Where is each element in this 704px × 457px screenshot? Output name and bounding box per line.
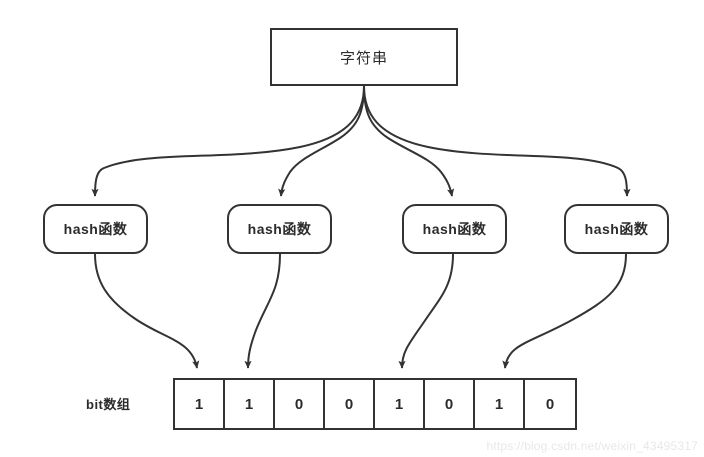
- edge-hash-1-to-bit-1: [244, 253, 281, 369]
- bit-array: 1 1 0 0 1 0 1 0: [173, 378, 577, 430]
- source-string-node: 字符串: [270, 28, 458, 86]
- hash-function-node-1: hash函数: [43, 204, 148, 254]
- hash-function-label: hash函数: [422, 221, 487, 237]
- bit-cell: 0: [425, 380, 475, 428]
- bit-array-label: bit数组: [86, 397, 131, 412]
- hash-function-label: hash函数: [63, 221, 128, 237]
- edge-source-to-hash-3: [363, 85, 631, 197]
- edge-source-to-hash-2: [363, 85, 455, 197]
- hash-function-node-2: hash函数: [227, 204, 332, 254]
- edge-hash-0-to-bit-0: [94, 253, 200, 369]
- bit-cell: 1: [225, 380, 275, 428]
- hash-function-label: hash函数: [584, 221, 649, 237]
- hash-function-label: hash函数: [247, 221, 312, 237]
- bit-cell: 0: [275, 380, 325, 428]
- bit-cell: 0: [545, 395, 555, 413]
- edge-source-to-hash-0: [91, 85, 365, 197]
- bit-cell: 1: [175, 380, 225, 428]
- edge-source-to-hash-1: [278, 85, 365, 197]
- bit-cell: 0: [325, 380, 375, 428]
- source-string-label: 字符串: [339, 49, 388, 67]
- edge-hash-3-to-bit-6: [502, 253, 627, 369]
- edge-hash-2-to-bit-4: [398, 253, 454, 369]
- watermark-text: https://blog.csdn.net/weixin_43495317: [486, 439, 698, 453]
- hash-function-node-4: hash函数: [564, 204, 669, 254]
- hash-function-node-3: hash函数: [402, 204, 507, 254]
- bit-cell: 1: [375, 380, 425, 428]
- bit-cell: 1: [475, 380, 525, 428]
